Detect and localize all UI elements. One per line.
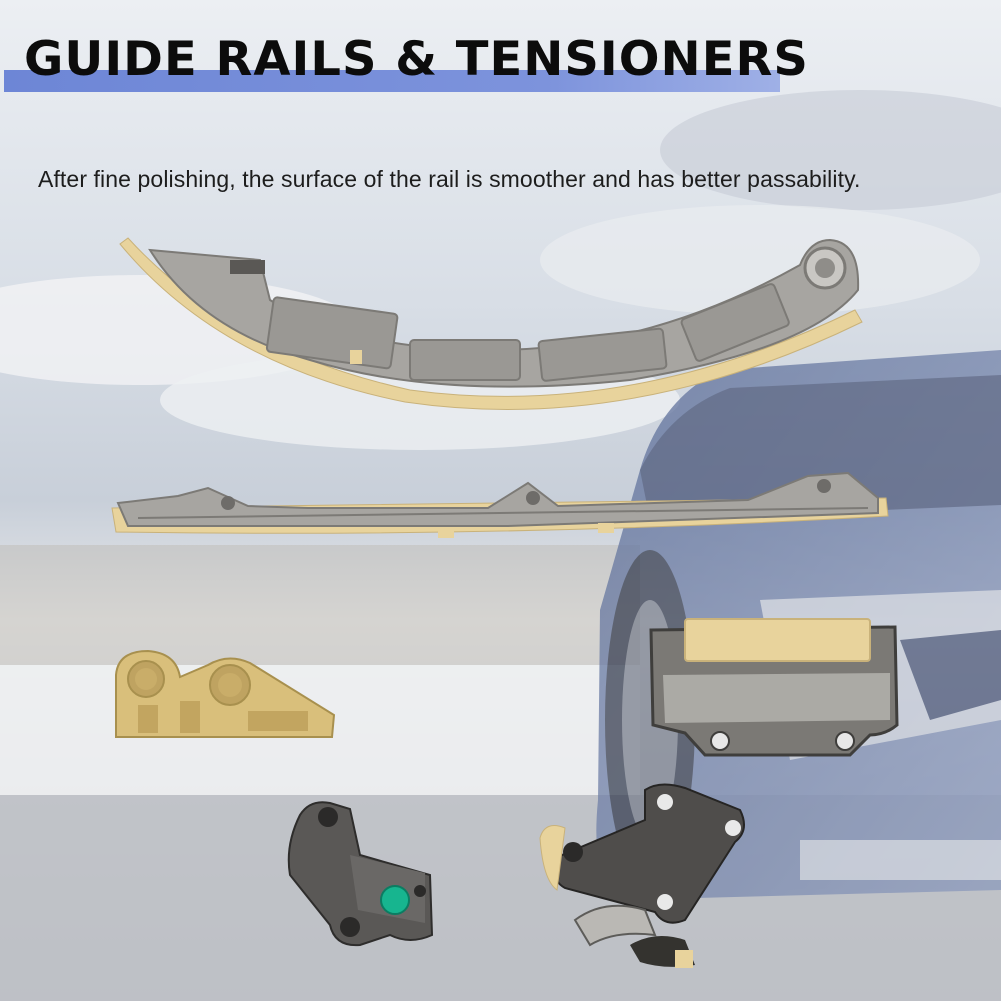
page-title: GUIDE RAILS & TENSIONERS	[24, 32, 809, 87]
hydraulic-tensioner-image	[287, 801, 434, 947]
tensioner-arm-image	[539, 783, 745, 968]
small-guide-rail-image	[649, 618, 899, 757]
page-subtitle: After fine polishing, the surface of the…	[38, 166, 861, 192]
curved-guide-rail-image	[119, 237, 863, 410]
plastic-guide-block-image	[115, 649, 336, 738]
straight-guide-rail-image	[111, 471, 889, 538]
title-underline	[4, 70, 780, 92]
